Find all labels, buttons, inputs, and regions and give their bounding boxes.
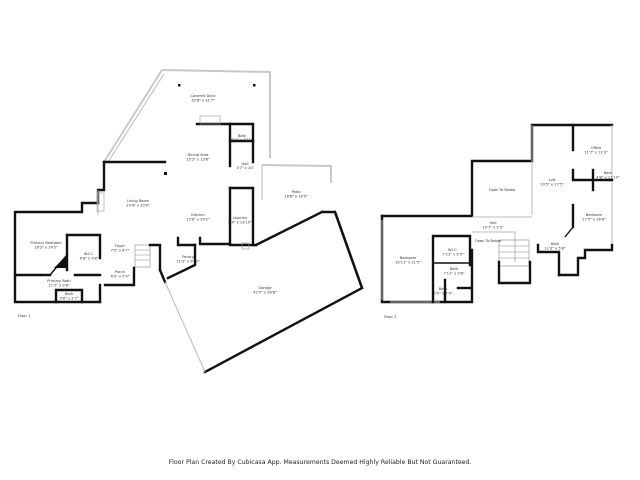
room-size: 15'6" x 24'2" — [186, 218, 210, 222]
room-name: Bath — [65, 292, 73, 296]
room-name: Bath — [450, 267, 458, 271]
room-size: 19'7" x 5'3" — [482, 226, 503, 230]
room-size: 11'3" x 5'8" — [544, 247, 565, 251]
room-size: 7'11" x 5'0" — [442, 253, 463, 257]
room-size: 6'4" x 13'10" — [228, 221, 252, 225]
svg-text:Covered Deck: Covered Deck — [190, 94, 216, 98]
room-name: Open To Below — [475, 239, 502, 243]
room-size: 11'7" x 11'3" — [584, 151, 608, 155]
room-name: Primary Bath — [47, 279, 70, 283]
room-size: 16'11" x 21'5" — [395, 261, 421, 265]
room-name: Bedroom — [586, 213, 603, 217]
room-size: 16'3" x 14'5" — [34, 246, 58, 250]
room-name: Foyer — [115, 244, 125, 248]
room-size: 21'2" x 9'8" — [48, 284, 69, 288]
room-size: 4'8" x 11'10" — [596, 176, 620, 180]
svg-text:32'8" x 31'7": 32'8" x 31'7" — [191, 99, 215, 103]
room-name: Patio — [292, 190, 301, 194]
room-name: Garage — [258, 286, 272, 290]
room-name: Hall — [242, 162, 249, 166]
room-name: Living Room — [127, 199, 150, 203]
room-name: Bath — [439, 287, 447, 291]
room-name: Primary Bedroom — [30, 241, 62, 245]
room-size: 6'9" x 5'4" — [111, 275, 130, 279]
room-size: 7'11" x 9'8" — [443, 272, 464, 276]
disclaimer-footer: Floor Plan Created By Cubicasa App. Meas… — [168, 459, 472, 466]
room-name: Loft — [549, 178, 556, 182]
room-name: Floor 1 — [18, 314, 30, 318]
room-size: 6'8" x 9'8" — [80, 257, 99, 261]
room-size: 2'0" x 5'4" — [434, 292, 453, 296]
room-name: Floor 2 — [384, 315, 396, 319]
room-name: Office — [591, 146, 602, 150]
room-name: Dining Area — [187, 153, 208, 157]
room-size: 3'7" x 10' — [236, 166, 253, 170]
room-name: Bath — [604, 171, 612, 175]
room-name: Bath — [551, 242, 559, 246]
floor-2-plan: Open To Below Office 11'7" x 11'3" Bath … — [380, 123, 620, 319]
room-size: 15'3" x 13'6" — [186, 158, 210, 162]
room-size: 6'4" x 4'11" — [231, 138, 252, 142]
room-name: Pantry — [182, 255, 194, 259]
room-size: 18'8" x 18'9" — [284, 195, 308, 199]
room-size: 7'5" x 8'7" — [111, 249, 130, 253]
room-name: Covered Deck — [190, 94, 216, 98]
room-name: W.I.C. — [448, 248, 458, 252]
room-name: Bedroom — [400, 256, 417, 260]
room-name: Open To Below — [489, 188, 516, 192]
room-size: 11'3" x 9'10" — [176, 260, 200, 264]
floor-1-plan: Covered Deck 32'8" x 31'7" Bath 6'4" x 4… — [13, 68, 364, 374]
room-name: Laundry — [233, 216, 249, 220]
room-name: Porch — [115, 270, 125, 274]
room-name: Bath — [238, 134, 246, 138]
room-size: 10'5" x 27'5" — [540, 183, 564, 187]
room-name: W.I.C. — [84, 252, 94, 256]
room-size: 20'4" x 20'9" — [126, 204, 150, 208]
room-size: 17'5" x 16'6" — [582, 218, 606, 222]
room-size: 5'6" x 2'7" — [60, 297, 79, 301]
room-name: Hall — [490, 221, 497, 225]
room-name: Kitchen — [191, 213, 205, 217]
room-size: 42'0" x 26'8" — [253, 291, 277, 295]
